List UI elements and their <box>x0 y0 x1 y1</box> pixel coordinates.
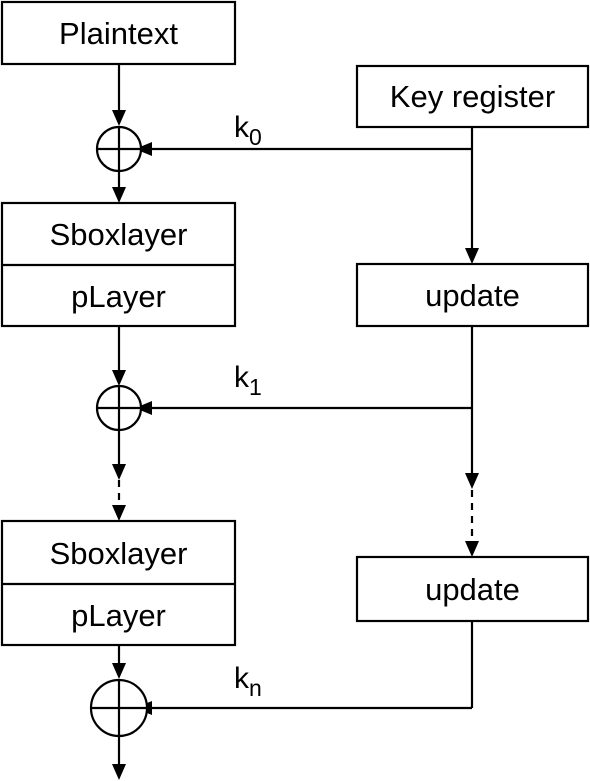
round-key-0-base: k <box>234 111 250 144</box>
xor-icon-1 <box>95 384 143 432</box>
round-key-n-subscript: n <box>249 675 262 701</box>
round-key-label-n: kn <box>234 662 262 701</box>
arrowhead-into-update2 <box>465 541 479 557</box>
round-key-1-base: k <box>234 361 250 394</box>
xor-icon-n <box>89 678 149 738</box>
sboxlayer-label-1: Sboxlayer <box>50 217 188 252</box>
round-block-1: Sboxlayer pLayer <box>0 201 237 328</box>
xor-icon-0 <box>95 125 143 173</box>
arrowhead-into-xor1 <box>112 370 126 386</box>
update-label-1: update <box>425 278 520 313</box>
round-key-n-base: k <box>234 662 250 695</box>
arrowhead-into-update1 <box>465 248 479 264</box>
key-register-block: Key register <box>355 64 590 129</box>
update-label-2: update <box>425 572 520 607</box>
arrowhead-into-sbox1 <box>112 187 126 203</box>
arrowhead-k0-into-xor0 <box>135 142 152 156</box>
round-key-0-subscript: 0 <box>249 124 262 150</box>
key-register-label: Key register <box>390 79 555 114</box>
arrowhead-into-xor2 <box>112 663 126 679</box>
arrowhead-into-xor0 <box>112 110 126 126</box>
plaintext-block: Plaintext <box>0 0 237 66</box>
round-key-label-0: k0 <box>234 111 262 150</box>
arrowhead-k1-into-xor1 <box>135 401 152 415</box>
update-block-2: update <box>355 555 590 623</box>
player-label-2: pLayer <box>71 598 166 633</box>
round-key-label-1: k1 <box>234 361 262 400</box>
round-block-2: Sboxlayer pLayer <box>0 519 237 647</box>
player-label-1: pLayer <box>71 279 166 314</box>
sboxlayer-label-2: Sboxlayer <box>50 536 188 571</box>
round-key-1-subscript: 1 <box>249 374 262 400</box>
update-block-1: update <box>355 262 590 328</box>
plaintext-label: Plaintext <box>59 16 178 51</box>
arrowhead-output <box>112 764 126 780</box>
arrowhead-into-sbox2 <box>112 505 126 521</box>
arrowhead-key-down <box>465 473 479 489</box>
arrowhead-after-xor1 <box>112 464 126 480</box>
